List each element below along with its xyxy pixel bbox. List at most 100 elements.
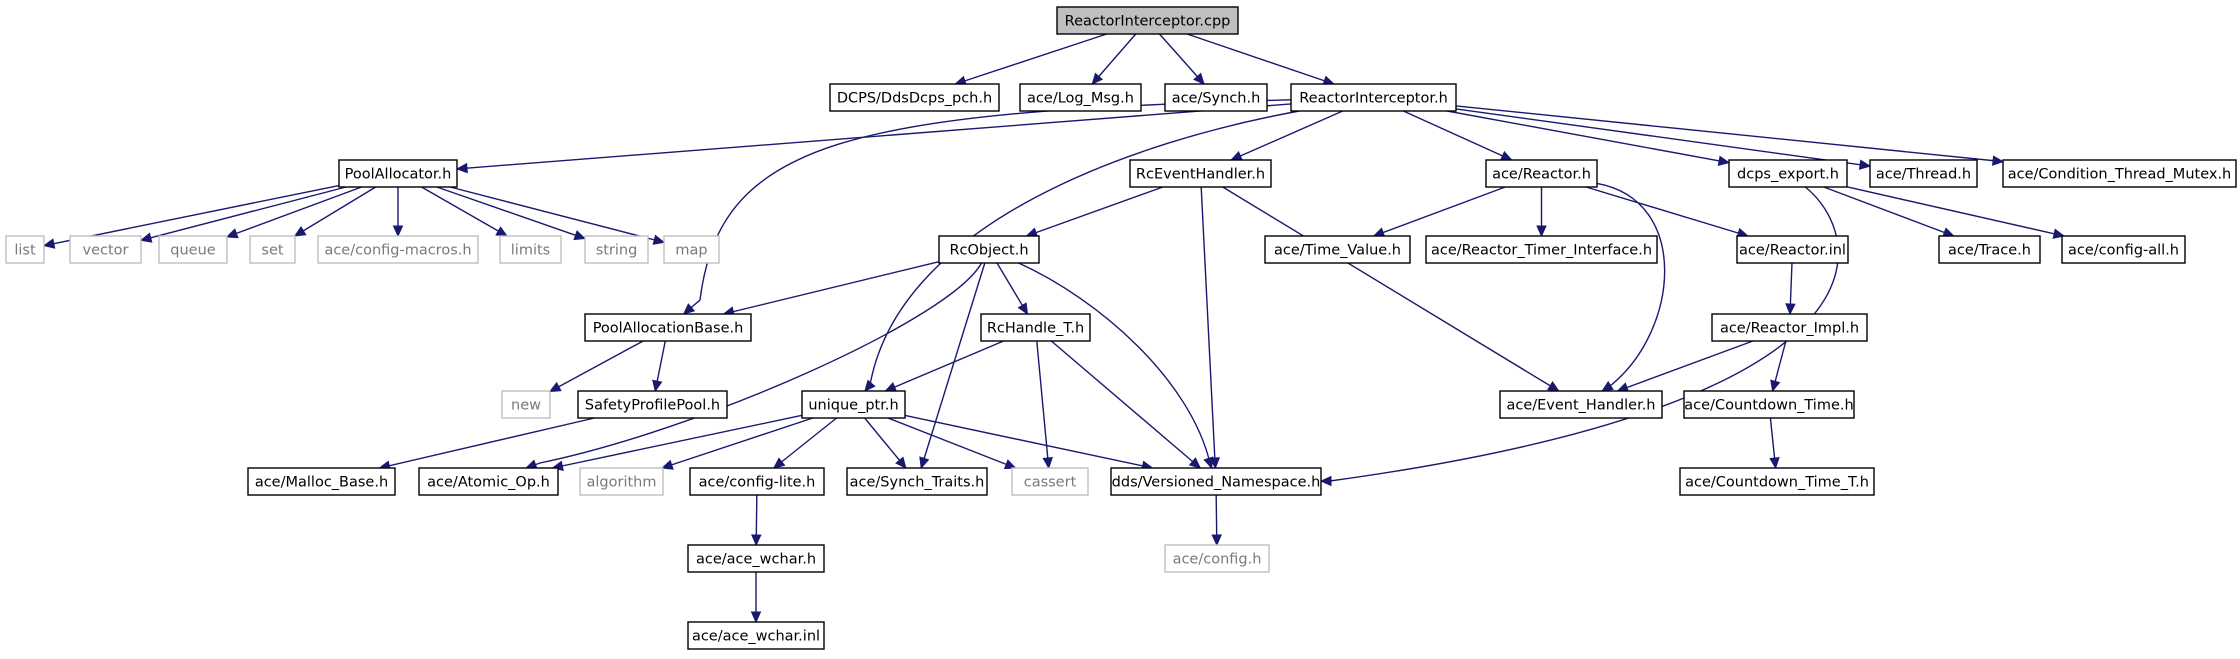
node-label: ace/config.h [1173,552,1262,568]
node-label: ace/Malloc_Base.h [255,475,388,491]
node-label: ace/Thread.h [1876,167,1971,183]
node-label: PoolAllocationBase.h [593,321,744,337]
edge-poolalloc-to-string [436,186,586,240]
edge-rceh-to-rcobject [1026,186,1164,237]
node-box [1728,159,1848,188]
node-label: string [596,243,638,259]
node-label: ace/Reactor.inl [1739,243,1846,259]
arrowhead-rcobject-to-rchandle [1017,302,1029,316]
edge-rchandle-to-unique_ptr [885,340,1004,392]
node-label: list [14,243,36,259]
edge-ri_h-to-poolallocbase [683,99,1292,315]
node-time_value[interactable]: ace/Time_Value.h [1264,235,1411,264]
node-timer_iface[interactable]: ace/Reactor_Timer_Interface.h [1425,235,1658,264]
arrowhead-ri_h-to-thread [1858,159,1872,170]
node-box [1164,83,1268,112]
node-poolalloc[interactable]: PoolAllocator.h [338,159,458,188]
node-config_all[interactable]: ace/config-all.h [2061,235,2186,264]
node-box [846,467,988,496]
node-malloc_base[interactable]: ace/Malloc_Base.h [247,467,396,496]
node-label: set [261,243,283,259]
node-label: ace/ace_wchar.h [696,552,816,568]
node-box [980,313,1091,342]
arrowhead-countdown-to-countdown_t [1769,457,1780,470]
edge-ri_h-to-rceh [1230,110,1344,161]
edge-rcobject-to-synch_traits [920,262,986,469]
node-reactor_inl[interactable]: ace/Reactor.inl [1736,235,1849,264]
node-box [577,390,728,419]
node-box [1683,390,1855,419]
arrowhead-ri_h-to-cond_mutex [1992,155,2005,166]
edge-poolalloc-to-queue [226,186,362,238]
arrowhead-reactor_h-to-timer_iface [1536,225,1547,238]
arrowhead-versioned_ns-to-config_h [1211,534,1222,547]
node-countdown_t[interactable]: ace/Countdown_Time_T.h [1679,467,1875,496]
node-safetypool[interactable]: SafetyProfilePool.h [577,390,728,419]
node-config_macros: ace/config-macros.h [317,235,479,264]
node-box [2002,159,2237,188]
node-reactor_h[interactable]: ace/Reactor.h [1485,159,1598,188]
node-synch_traits[interactable]: ace/Synch_Traits.h [846,467,988,496]
node-synch[interactable]: ace/Synch.h [1164,83,1268,112]
node-box [69,235,142,264]
node-dcps_pch[interactable]: DCPS/DdsDcps_pch.h [829,83,1000,112]
node-box [1164,544,1270,573]
node-trace[interactable]: ace/Trace.h [1938,235,2041,264]
node-box [1019,83,1142,112]
node-rceh[interactable]: RcEventHandler.h [1129,159,1272,188]
arrowhead-reactor_impl-to-countdown [1770,379,1781,393]
arrowhead-poolalloc-to-config_macros [392,225,404,238]
node-box [499,235,562,264]
edge-root-to-log_msg [1091,33,1137,85]
node-poolallocbase[interactable]: PoolAllocationBase.h [584,313,752,342]
node-box [2061,235,2186,264]
edge-dcps_export-to-trace [1823,186,1954,237]
edge-rceh-to-versioned_ns [1200,186,1217,469]
node-dcps_export[interactable]: dcps_export.h [1728,159,1848,188]
node-thread[interactable]: ace/Thread.h [1869,159,1978,188]
node-cond_mutex[interactable]: ace/Condition_Thread_Mutex.h [2002,159,2237,188]
node-label: ace/Time_Value.h [1274,243,1401,259]
node-box [579,467,664,496]
node-rcobject[interactable]: RcObject.h [938,235,1040,264]
node-reactor_impl[interactable]: ace/Reactor_Impl.h [1711,313,1868,342]
node-ri_h[interactable]: ReactorInterceptor.h [1290,83,1457,112]
arrowhead-root-to-log_msg [1091,72,1104,85]
arrowhead-rchandle-to-versioned_ns [1188,457,1202,469]
edge-reactor_h-to-event_handler [1596,182,1666,392]
node-countdown[interactable]: ace/Countdown_Time.h [1683,390,1855,419]
node-versioned_ns[interactable]: dds/Versioned_Namespace.h [1110,467,1322,496]
node-ace_wchar[interactable]: ace/ace_wchar.h [687,544,825,573]
node-config_lite[interactable]: ace/config-lite.h [689,467,825,496]
edge-rcobject-to-versioned_ns [1018,262,1213,469]
node-box [1938,235,2041,264]
arrowhead-ri_h-to-poolallocbase [682,303,696,315]
node-box [1485,159,1598,188]
edge-root-to-synch [1158,33,1205,85]
node-label: ace/config-macros.h [324,243,471,259]
node-rchandle[interactable]: RcHandle_T.h [980,313,1091,342]
edge-ri_h-to-cond_mutex [1455,105,2004,163]
node-label: ace/Countdown_Time_T.h [1685,475,1869,491]
node-label: ace/config-all.h [2068,243,2179,259]
node-unique_ptr[interactable]: unique_ptr.h [801,390,906,419]
edge-poolalloc-to-vector [140,186,347,241]
edge-dcps_export-to-config_all [1846,186,2065,237]
arrowhead-root-to-synch [1193,72,1205,85]
node-algorithm: algorithm [579,467,664,496]
node-box [1736,235,1849,264]
node-ace_wchar_inl[interactable]: ace/ace_wchar.inl [687,621,825,650]
nodes-layer: ReactorInterceptor.cppDCPS/DdsDcps_pch.h… [5,6,2237,650]
arrowhead-poolalloc-to-limits [495,226,509,237]
node-box [317,235,479,264]
node-log_msg[interactable]: ace/Log_Msg.h [1019,83,1142,112]
node-atomic_op[interactable]: ace/Atomic_Op.h [418,467,559,496]
node-new: new [501,390,551,419]
node-label: ace/Reactor_Impl.h [1720,321,1859,337]
node-event_handler[interactable]: ace/Event_Handler.h [1499,390,1663,419]
node-label: ace/Reactor_Timer_Interface.h [1431,243,1652,259]
node-root[interactable]: ReactorInterceptor.cpp [1056,6,1239,35]
edges-layer [42,33,2066,624]
arrowhead-poolalloc-to-queue [225,228,239,239]
node-box [1264,235,1411,264]
